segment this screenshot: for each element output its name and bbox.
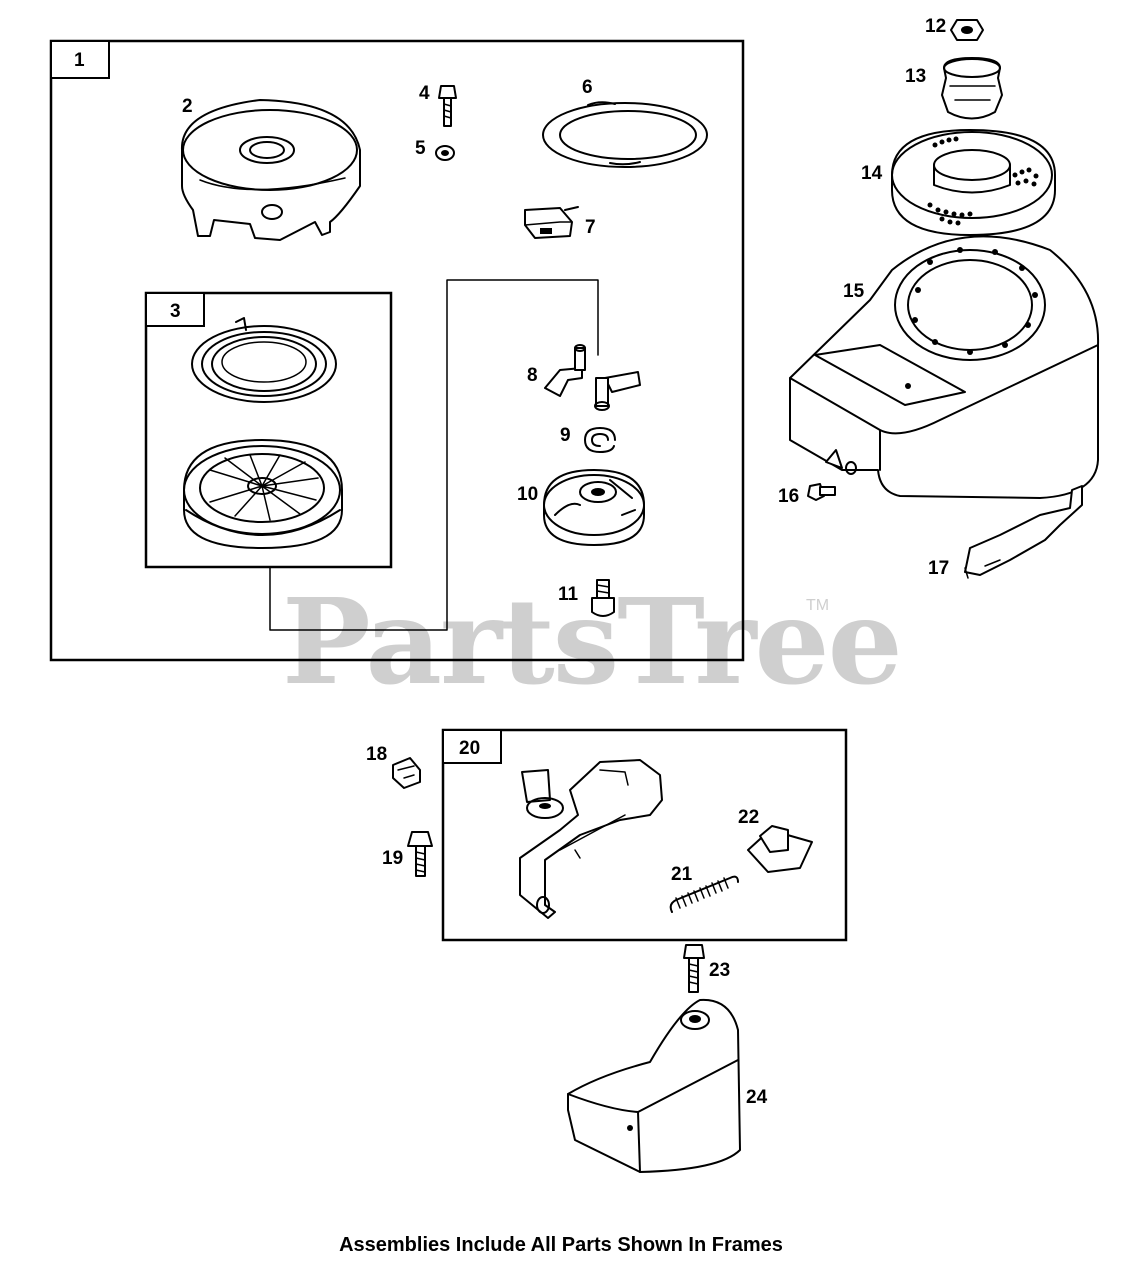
part-18-clip[interactable] [392, 757, 421, 789]
part-11-center-screw[interactable] [591, 579, 615, 617]
part-21-governor-spring[interactable] [669, 875, 739, 913]
part-13-screen-retainer[interactable] [941, 57, 1003, 120]
callout-12: 12 [925, 16, 946, 37]
callout-19: 19 [382, 848, 403, 869]
callout-2: 2 [182, 96, 193, 117]
callout-18: 18 [366, 744, 387, 765]
callout-14: 14 [861, 163, 883, 184]
part-3-pulley [183, 439, 343, 549]
part-12-nut[interactable] [950, 19, 984, 41]
callout-24: 24 [746, 1087, 768, 1108]
watermark-text: PartsTree [282, 572, 901, 711]
callout-9: 9 [560, 425, 571, 446]
callout-15: 15 [843, 281, 865, 302]
callout-4: 4 [419, 83, 430, 104]
part-9-retainer-ring[interactable] [584, 427, 616, 453]
callout-5: 5 [415, 138, 426, 159]
part-20-control-bracket [519, 759, 663, 919]
frame-1-label: 1 [74, 50, 85, 71]
part-6-starter-rope[interactable] [542, 101, 708, 168]
part-17-air-guide[interactable] [964, 485, 1083, 579]
callout-6: 6 [582, 77, 593, 98]
part-8-pawls[interactable] [544, 344, 641, 411]
connector-lines [269, 279, 599, 631]
callout-21: 21 [671, 864, 693, 885]
frame-3-label: 3 [170, 301, 181, 322]
footer-note: Assemblies Include All Parts Shown In Fr… [339, 1234, 783, 1256]
part-23-bolt[interactable] [683, 944, 705, 993]
callout-8: 8 [527, 365, 538, 386]
part-4-screw[interactable] [438, 85, 457, 127]
part-3-recoil-spring [191, 317, 337, 403]
callout-7: 7 [585, 217, 596, 238]
frame-3-pulley-spring-assembly[interactable]: 3 [144, 291, 393, 569]
part-16-screw[interactable] [807, 483, 836, 501]
part-15-blower-housing[interactable] [789, 235, 1100, 499]
watermark-trademark: TM [806, 597, 829, 614]
callout-22: 22 [738, 807, 759, 828]
callout-23: 23 [709, 960, 730, 981]
frame-20-control-bracket-assembly[interactable]: 20 [441, 728, 848, 942]
frame-20-label: 20 [459, 738, 480, 759]
part-5-nut[interactable] [435, 145, 455, 161]
watermark: PartsTree TM [282, 572, 903, 711]
part-10-ratchet[interactable] [543, 469, 645, 546]
part-7-rope-handle[interactable] [524, 206, 579, 239]
callout-10: 10 [517, 484, 538, 505]
callout-11: 11 [558, 584, 579, 605]
callout-16: 16 [778, 486, 799, 507]
part-14-rotating-screen[interactable] [891, 129, 1056, 236]
part-22-link-clip[interactable] [747, 825, 813, 873]
frame-1-rewind-starter-assembly[interactable]: 1 [49, 39, 745, 662]
callout-13: 13 [905, 66, 926, 87]
callout-17: 17 [928, 558, 949, 579]
part-19-bolt[interactable] [407, 831, 433, 877]
part-2-starter-housing[interactable] [180, 99, 361, 241]
part-24-cylinder-shield[interactable] [567, 998, 741, 1173]
